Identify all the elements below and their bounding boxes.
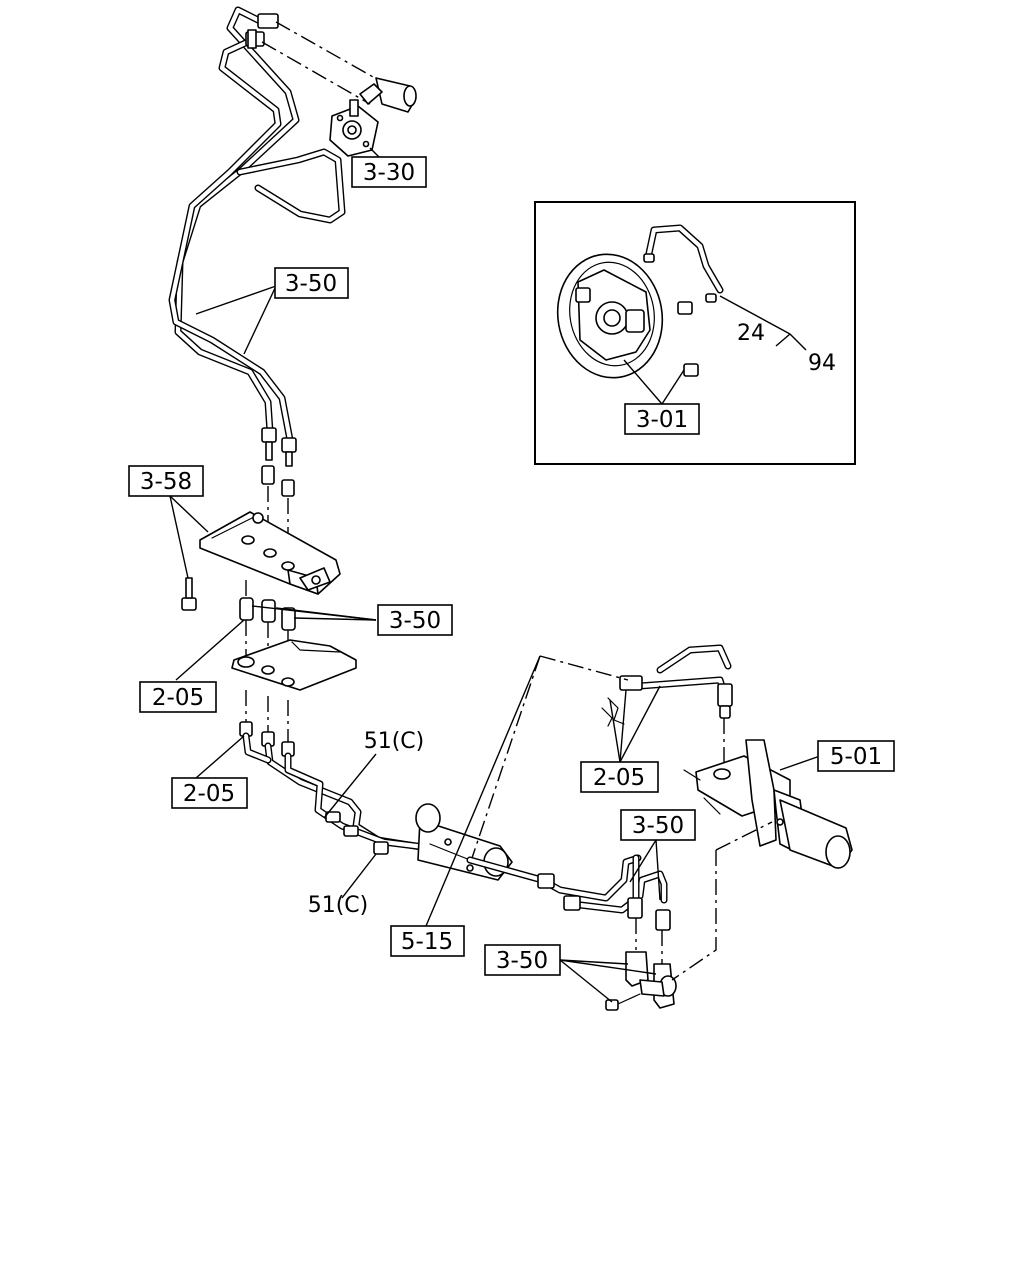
label-5-15: 5-15: [390, 925, 465, 957]
label-3-01-inset: 3-01: [624, 403, 700, 435]
svg-text:94: 94: [808, 351, 836, 376]
upper-junction-bracket: [329, 77, 417, 157]
label-2-05-left-upper: 2-05: [139, 681, 217, 713]
svg-text:5-01: 5-01: [830, 744, 882, 770]
upper-brake-pipes: [168, 6, 383, 444]
label-2-05-left-lower: 2-05: [171, 777, 248, 809]
label-3-30: 3-30: [351, 156, 427, 188]
label-51c-upper: 51(C): [364, 729, 425, 754]
svg-text:2-05: 2-05: [183, 781, 235, 807]
label-3-50-lower-right: 3-50: [620, 809, 696, 841]
svg-text:3-50: 3-50: [632, 813, 684, 839]
label-leader-lines: [169, 147, 821, 1003]
label-24-inset: 24: [737, 321, 765, 346]
svg-text:3-50: 3-50: [389, 608, 441, 634]
label-2-05-right: 2-05: [580, 761, 659, 793]
assembly-guide-lines: [471, 655, 773, 981]
rear-right-pipes: [466, 854, 671, 964]
svg-text:51(C): 51(C): [308, 893, 369, 918]
mounting-bolt: [181, 577, 197, 611]
label-3-50-middle: 3-50: [377, 604, 453, 636]
svg-text:2-05: 2-05: [152, 685, 204, 711]
svg-text:24: 24: [737, 321, 765, 346]
label-3-58: 3-58: [128, 465, 204, 497]
label-3-50-upper: 3-50: [274, 267, 349, 299]
label-3-50-three-way: 3-50: [484, 944, 561, 976]
label-51c-lower: 51(C): [308, 893, 369, 918]
svg-text:5-15: 5-15: [401, 929, 453, 955]
svg-text:3-30: 3-30: [363, 160, 415, 186]
svg-text:3-58: 3-58: [140, 469, 192, 495]
three-way-connector: [605, 951, 677, 1011]
svg-text:3-01: 3-01: [636, 407, 688, 433]
svg-text:51(C): 51(C): [364, 729, 425, 754]
svg-text:2-05: 2-05: [593, 765, 645, 791]
svg-text:3-50: 3-50: [496, 948, 548, 974]
svg-text:3-50: 3-50: [285, 271, 337, 297]
label-5-01: 5-01: [817, 740, 895, 772]
upper-mounting-plate: [199, 511, 341, 595]
right-brake-hose: [601, 644, 733, 772]
lower-mounting-plate: [231, 639, 357, 691]
pipe-sleeves: [239, 580, 296, 684]
label-94-inset: 94: [808, 351, 836, 376]
frame-bracket: [683, 739, 853, 869]
